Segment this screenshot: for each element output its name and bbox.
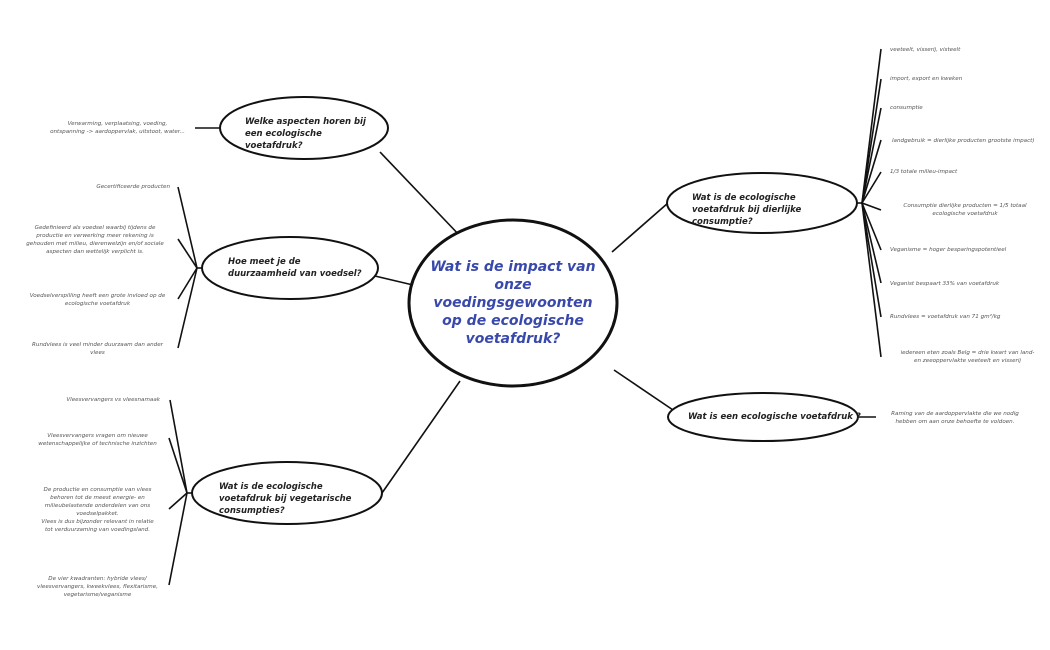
node-aspecten-ellipse — [219, 96, 389, 160]
central-topic-line: op de ecologische — [442, 313, 584, 329]
leaf-dierlijk-5[interactable]: 1/3 totale milieu-impact — [890, 169, 958, 175]
leaf-vegetarisch-3[interactable]: De productie en consumptie van vlees beh… — [41, 487, 154, 533]
connector-central-aspecten — [379, 151, 463, 239]
node-dierlijk[interactable]: Wat is de ecologische voetafdruk bij die… — [692, 193, 802, 227]
leaf-aspecten-1[interactable]: Verwarming, verplaatsing, voeding, ontsp… — [50, 121, 185, 135]
connector-central-definitie — [613, 369, 677, 413]
node-definitie[interactable]: Wat is een ecologische voetafdruk ? — [688, 412, 861, 422]
leaf-dierlijk-8[interactable]: Veganist bespaart 33% van voetafdruk — [890, 281, 1000, 287]
leaf-dierlijk-10[interactable]: iedereen eten zoals Belg = drie kwart va… — [900, 350, 1035, 364]
leaf-vegetarisch-4[interactable]: De vier kwadranten: hybride vlees/ vlees… — [37, 576, 158, 598]
leaf-vegetarisch-1[interactable]: Vleesvervangers vs vleesnamaak — [66, 397, 160, 403]
leaf-dierlijk-1[interactable]: veeteelt, visserij, visteelt — [890, 47, 961, 53]
leaf-dierlijk-6[interactable]: Consumptie dierlijke producten = 1/5 tot… — [903, 203, 1027, 217]
leaf-dierlijk-9[interactable]: Rundvlees = voetafdruk van 71 gm²/kg — [890, 314, 1001, 320]
leaf-dierlijk-3[interactable]: consumptie — [890, 105, 923, 111]
leaf-dierlijk-2[interactable]: import, export en kweken — [890, 76, 963, 82]
connector-central-dierlijk — [611, 202, 669, 253]
leaf-duurzaamheid-4[interactable]: Rundvlees is veel minder duurzaam dan an… — [32, 342, 163, 356]
leaf-definitie-1[interactable]: Raming van de aardoppervlakte die we nod… — [891, 411, 1019, 425]
node-vegetarisch[interactable]: Wat is de ecologische voetafdruk bij veg… — [219, 482, 352, 516]
leaf-duurzaamheid-3[interactable]: Voedselverspilling heeft een grote invlo… — [29, 293, 166, 307]
node-definitie-ellipse — [667, 392, 859, 442]
node-duurzaamheid-ellipse — [201, 236, 379, 300]
node-aspecten[interactable]: Welke aspecten horen bij een ecologische… — [245, 117, 366, 151]
leaf-duurzaamheid-2[interactable]: Gedefinieerd als voedsel waarbij tijdens… — [26, 225, 164, 255]
node-duurzaamheid[interactable]: Hoe meet je de duurzaamheid van voedsel? — [228, 257, 362, 279]
central-topic-line: voedingsgewoonten — [433, 295, 593, 311]
connector-central-duurzaamheid — [374, 275, 414, 286]
central-topic-line: voetafdruk? — [465, 331, 561, 347]
leaf-dierlijk-7[interactable]: Veganisme = hoger besparingspotentieel — [890, 247, 1007, 253]
node-vegetarisch-ellipse — [191, 461, 383, 525]
central-ellipse — [407, 218, 619, 388]
central-topic[interactable]: Wat is de impact van onze voedingsgewoon… — [420, 258, 606, 348]
connector-central-vegetarisch — [381, 380, 461, 494]
leaf-vegetarisch-2[interactable]: Vleesvervangers vragen om nieuwe wetensc… — [38, 433, 157, 447]
leaf-duurzaamheid-1[interactable]: Gecertificeerde producten — [96, 184, 170, 190]
leaf-dierlijk-4[interactable]: landgebruik = dierlijke producten groots… — [892, 138, 1035, 144]
central-topic-line: Wat is de impact van — [430, 259, 596, 275]
node-dierlijk-ellipse — [666, 172, 858, 234]
central-topic-line: onze — [494, 277, 532, 293]
